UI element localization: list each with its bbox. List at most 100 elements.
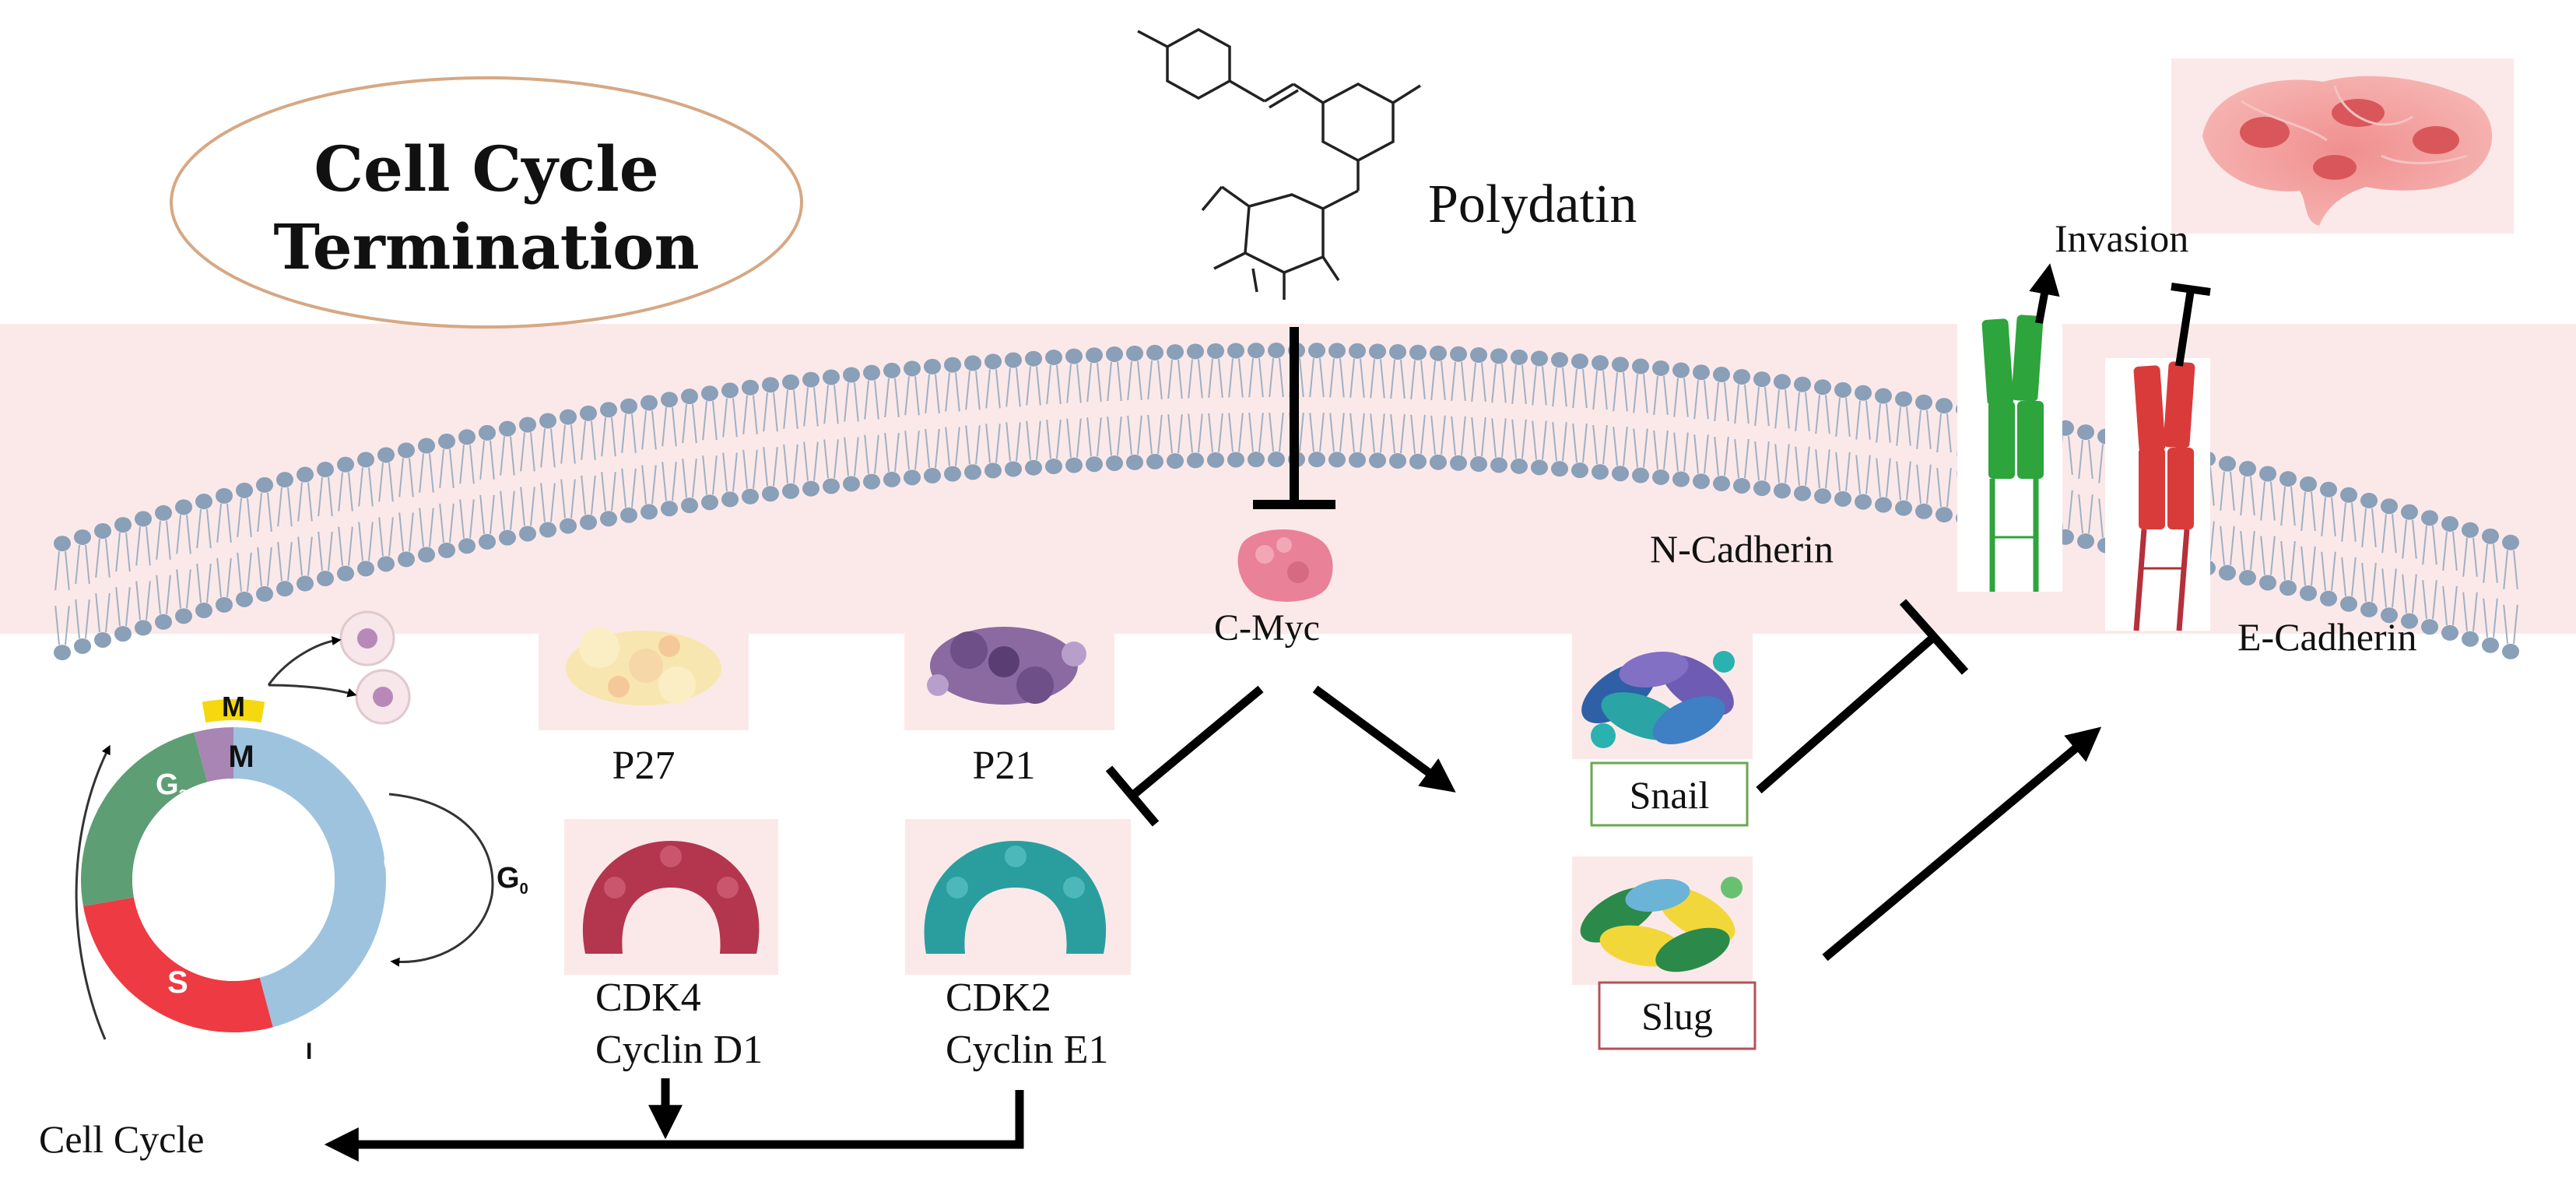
lipid-head [1693, 364, 1710, 381]
lipid-tail [500, 436, 505, 476]
lipid-tail [490, 440, 495, 480]
lipid-tail [732, 398, 738, 438]
lipid-tail [429, 453, 434, 493]
lipid-tail [297, 536, 303, 576]
lipid-tail [146, 581, 151, 621]
lipid-tail [1400, 359, 1406, 399]
lipid-tail [1886, 403, 1891, 443]
ncadherin-label: N-Cadherin [1650, 527, 1834, 571]
lipid-tail [1683, 432, 1689, 472]
lipid-head [2300, 476, 2317, 492]
lipid-tail [1026, 420, 1031, 460]
lipid-tail [1511, 419, 1517, 459]
title-callout: Cell Cycle Termination [170, 76, 803, 329]
lipid-tail [2371, 562, 2377, 603]
lipid-head [1774, 374, 1791, 390]
lipid-tail [2402, 519, 2407, 559]
lipid-head [2077, 424, 2094, 441]
lipid-tail [2493, 543, 2498, 583]
lipid-tail [1248, 358, 1254, 398]
lipid-tail [297, 482, 303, 522]
lipid-tail [1693, 380, 1699, 420]
cdk4-protein [564, 819, 778, 975]
lipid-head [681, 498, 698, 514]
lipid-tail [844, 437, 849, 476]
lipid-tail [904, 431, 910, 470]
lipid-tail [2361, 562, 2367, 603]
lipid-head [195, 494, 212, 510]
lipid-tail [763, 447, 768, 487]
lipid-tail [611, 472, 616, 512]
lipid-tail [823, 439, 829, 479]
lipid-tail [1258, 413, 1264, 452]
lipid-tail [1785, 444, 1790, 483]
lipid-tail [1410, 360, 1416, 399]
lipid-tail [196, 563, 202, 603]
lipid-tail [1238, 358, 1244, 398]
lipid-tail [803, 387, 809, 427]
lipid-tail [328, 476, 333, 517]
lipid-tail [1785, 389, 1790, 429]
lipid-tail [247, 498, 252, 537]
lipid-tail [1127, 415, 1132, 455]
lipid-head [1531, 350, 1548, 367]
lipid-tail [874, 434, 879, 474]
lipid-head [377, 447, 395, 463]
lipid-head [54, 645, 71, 661]
lipid-tail [1704, 380, 1709, 420]
lipid-bilayer [54, 343, 2519, 661]
lipid-head [539, 522, 556, 538]
lipid-tail [226, 557, 232, 597]
ecadherin-inhibits-invasion [2171, 283, 2211, 367]
lipid-tail [520, 432, 525, 472]
phase-s-segment [82, 897, 273, 1032]
lipid-tail [1896, 461, 1901, 501]
lipid-tail [1461, 361, 1466, 401]
lipid-head [94, 522, 111, 539]
lipid-tail [2088, 494, 2093, 534]
lipid-head [2360, 492, 2378, 508]
lipid-head [2502, 643, 2519, 659]
lipid-tail [65, 550, 70, 591]
lipid-head [276, 581, 293, 597]
lipid-tail [935, 428, 940, 468]
lipid-tail [1238, 413, 1244, 452]
lipid-head [701, 494, 718, 511]
lipid-tail [419, 508, 424, 547]
lipid-tail [2230, 471, 2235, 511]
lipid-tail [1430, 415, 1436, 455]
lipid-tail [1097, 417, 1102, 457]
lipid-head [1915, 394, 1932, 410]
lipid-tail [773, 447, 778, 487]
lipid-head [843, 476, 860, 492]
lipid-tail [783, 444, 788, 483]
lipid-head [1855, 385, 1872, 401]
lipid-tail [2392, 514, 2397, 554]
lipid-head [1814, 488, 1831, 505]
lipid-head [1551, 461, 1568, 477]
lipid-head [2401, 504, 2418, 520]
ecadherin-receptor [2105, 358, 2210, 631]
lipid-tail [1056, 364, 1062, 405]
p21-protein [904, 602, 1114, 730]
lipid-tail [662, 462, 667, 501]
lipid-tail [2493, 598, 2498, 638]
lipid-tail [975, 425, 981, 465]
title-line-1: Cell Cycle [314, 132, 658, 206]
lipid-tail [1764, 441, 1770, 481]
lipid-tail [338, 526, 343, 566]
lipid-head [1814, 379, 1831, 396]
lipid-tail [1299, 357, 1304, 398]
cell-cycle-label: Cell Cycle [39, 1117, 204, 1161]
lipid-head [762, 486, 779, 502]
lipid-head [984, 462, 1002, 479]
lipid-head [1652, 360, 1669, 376]
lipid-tail [1491, 418, 1497, 458]
lipid-tail [85, 599, 90, 639]
lipid-tail [1127, 360, 1132, 400]
lipid-tail [1633, 428, 1638, 468]
lipid-tail [75, 544, 80, 585]
lipid-head [479, 533, 496, 550]
lipid-tail [307, 482, 313, 522]
lipid-head [1248, 452, 1265, 468]
